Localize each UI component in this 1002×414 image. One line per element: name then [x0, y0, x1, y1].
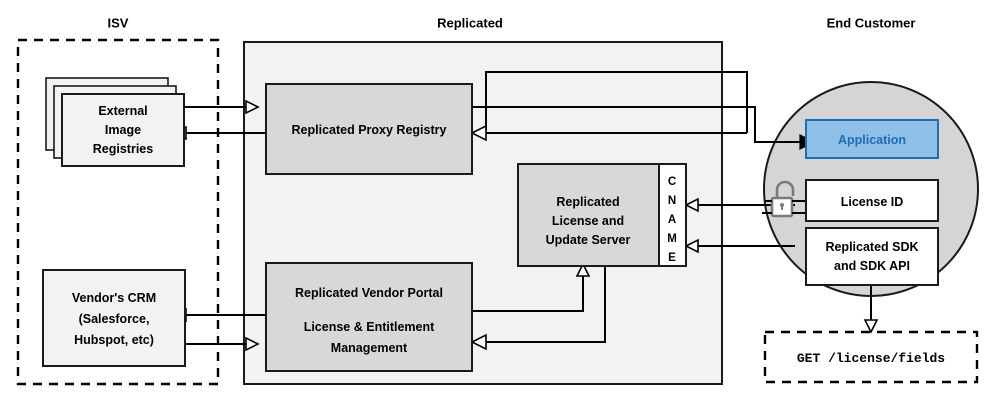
cname-strip [658, 163, 687, 267]
replicated-sdk-line-1: Replicated SDK [825, 240, 918, 254]
padlock-keyhole-slot [781, 205, 783, 210]
vendor-portal-subtitle-1: License & Entitlement [304, 320, 435, 334]
arrowhead-sdk-to-api-call [863, 319, 879, 334]
replicated-vendor-portal-box [265, 262, 473, 372]
vendor-crm-line-2: (Salesforce, [79, 312, 150, 326]
external-image-registries-line-2: Image [105, 123, 141, 137]
vendor-portal-title: Replicated Vendor Portal [295, 286, 443, 300]
application-label: Application [838, 133, 906, 147]
replicated-license-and-update-server[interactable]: Replicated License and Update Server C N… [517, 163, 687, 267]
unlocked-padlock-icon [762, 180, 806, 218]
replicated-sdk-line-2: and SDK API [834, 259, 910, 273]
license-id-box [805, 179, 939, 222]
vendor-crm-line-1: Vendor's CRM [72, 291, 156, 305]
external-image-registries-front [61, 93, 185, 167]
cname-letter-e: E [668, 252, 676, 264]
license-id[interactable]: License ID [805, 179, 939, 222]
api-call-box [763, 330, 979, 384]
license-server-line-1: Replicated [556, 195, 619, 209]
conn-proxy-to-application [472, 106, 806, 143]
external-image-registries-line-1: External [98, 104, 147, 118]
external-image-registries[interactable]: External Image Registries [45, 77, 185, 167]
license-fields-api-call[interactable]: GET /license/fields [763, 330, 979, 384]
arrowhead-crm-to-portal [245, 336, 260, 352]
application-box [805, 119, 939, 159]
external-image-registries-line-3: Registries [93, 142, 153, 156]
cname-letter-a: A [668, 214, 676, 226]
vendor-portal-subtitle-2: Management [331, 341, 408, 355]
replicated-proxy-registry[interactable]: Replicated Proxy Registry [265, 83, 473, 175]
arrowhead-customer-to-proxy [470, 124, 487, 142]
arrowhead-sdk-to-cname [684, 238, 699, 254]
replicated-license-and-update-server-box [517, 163, 660, 267]
license-server-line-3: Update Server [546, 233, 631, 247]
conn-customer-to-proxy-vertical [485, 71, 748, 133]
arrowhead-portal-to-license-server [575, 262, 591, 277]
vendor-crm-box [42, 269, 186, 367]
arrowhead-license-server-to-portal [470, 333, 487, 351]
conn-portal-to-license-server [472, 276, 584, 312]
replicated-sdk-box [805, 227, 939, 286]
license-id-label: License ID [841, 195, 904, 209]
cname-letter-m: M [667, 233, 677, 245]
application[interactable]: Application [805, 119, 939, 159]
zone-label-end-customer: End Customer [827, 15, 916, 30]
license-server-line-2: License and [552, 214, 624, 228]
replicated-sdk[interactable]: Replicated SDK and SDK API [805, 227, 939, 286]
cname-letter-n: N [668, 195, 676, 207]
replicated-proxy-registry-box [265, 83, 473, 175]
arrowhead-registries-to-proxy [245, 99, 260, 115]
zone-label-replicated: Replicated [437, 15, 503, 30]
conn-license-server-to-portal [486, 266, 606, 343]
vendor-crm-line-3: Hubspot, etc) [74, 333, 154, 347]
replicated-vendor-portal[interactable]: Replicated Vendor Portal License & Entit… [265, 262, 473, 372]
zone-label-isv: ISV [108, 15, 129, 30]
api-call-text: GET /license/fields [797, 351, 945, 366]
arrowhead-licenseid-to-cname [684, 197, 699, 213]
vendor-crm[interactable]: Vendor's CRM (Salesforce, Hubspot, etc) [42, 269, 186, 367]
replicated-proxy-registry-label: Replicated Proxy Registry [292, 123, 447, 137]
cname-letter-c: C [668, 176, 676, 188]
isv-zone-boundary [16, 38, 220, 386]
